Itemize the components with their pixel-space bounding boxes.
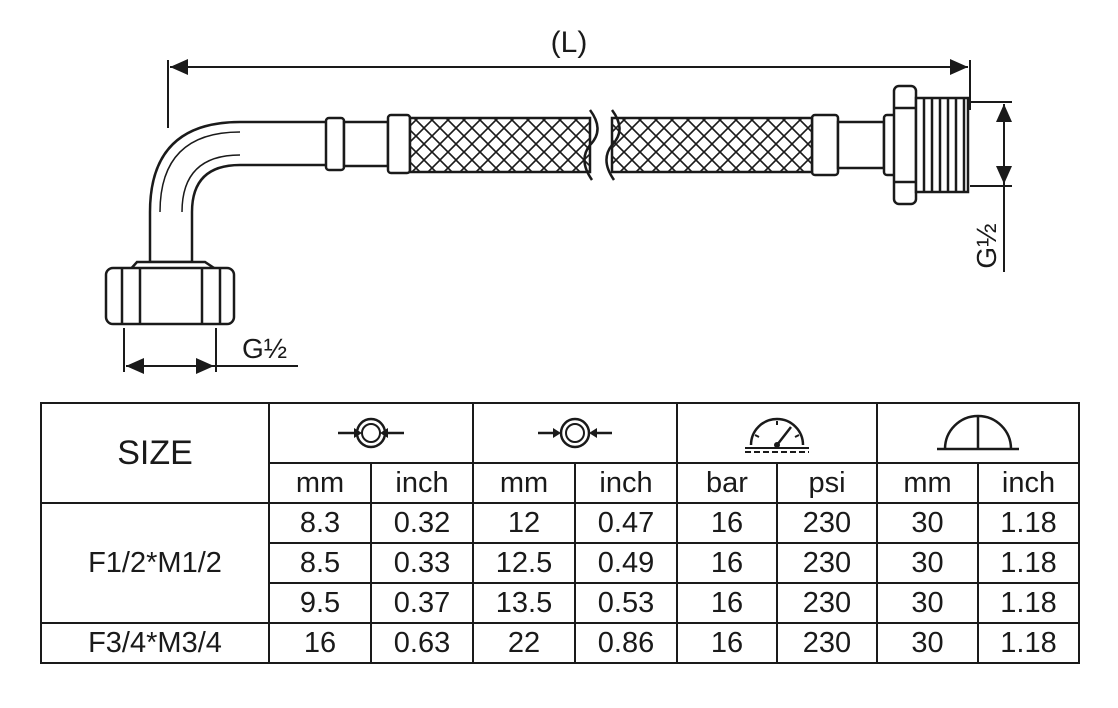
table-cell: 12	[472, 502, 576, 544]
table-cell: 30	[876, 542, 979, 584]
table-cell: 13.5	[472, 582, 576, 624]
table-cell: 1.18	[977, 582, 1080, 624]
table-cell: 0.86	[574, 622, 678, 664]
table-cell: 16	[676, 582, 778, 624]
table-cell: 230	[776, 542, 878, 584]
table-cell: 1.18	[977, 622, 1080, 664]
length-dimension: (L)	[167, 26, 971, 128]
braided-hose	[408, 109, 814, 181]
table-cell: 9.5	[268, 582, 372, 624]
bend-radius-icon	[937, 414, 1019, 451]
table-cell: 1.18	[977, 542, 1080, 584]
table-cell: 30	[876, 622, 979, 664]
table-cell: 16	[676, 622, 778, 664]
table-cell: 0.37	[370, 582, 474, 624]
table-row: F1/2*M1/2 8.3 0.32 12 0.47 16 230 30 1.1…	[40, 502, 1080, 624]
table-cell: 16	[676, 502, 778, 544]
female-thread-label: G½	[242, 333, 287, 364]
male-hex-fitting	[892, 84, 970, 206]
inner-diameter-icon	[338, 417, 404, 449]
pressure-gauge-icon	[745, 417, 809, 453]
table-cell: 8.5	[268, 542, 372, 584]
spec-table: SIZE	[40, 402, 1080, 664]
male-thread-label: G½	[971, 223, 1002, 268]
unit-header: bar	[676, 462, 778, 504]
table-cell: 0.53	[574, 582, 678, 624]
table-cell: 230	[776, 502, 878, 544]
table-cell: 0.32	[370, 502, 474, 544]
unit-header: mm	[472, 462, 576, 504]
female-thread-dimension: G½	[123, 328, 298, 374]
table-cell: 0.63	[370, 622, 474, 664]
size-cell: F1/2*M1/2	[40, 502, 270, 624]
table-cell: 1.18	[977, 502, 1080, 544]
outer-diameter-icon	[538, 417, 612, 449]
table-cell: 16	[268, 622, 372, 664]
table-row: 9.5 0.37 13.5 0.53 16 230 30 1.18	[41, 582, 1080, 624]
table-cell: 230	[776, 582, 878, 624]
table-cell: 30	[876, 582, 979, 624]
table-row: 8.5 0.33 12.5 0.49 16 230 30 1.18	[41, 542, 1080, 584]
table-cell: 0.49	[574, 542, 678, 584]
unit-header: mm	[268, 462, 372, 504]
unit-header: psi	[776, 462, 878, 504]
table-cell: 0.33	[370, 542, 474, 584]
male-thread-dimension: G½	[970, 101, 1012, 272]
size-cell: F3/4*M3/4	[40, 622, 270, 664]
unit-header: inch	[977, 462, 1080, 504]
hose-technical-drawing: (L) G½	[104, 26, 1012, 374]
table-cell: 8.3	[268, 502, 372, 544]
table-cell: 12.5	[472, 542, 576, 584]
elbow-fitting	[148, 120, 332, 264]
unit-header: inch	[370, 462, 474, 504]
unit-header: inch	[574, 462, 678, 504]
table-cell: 16	[676, 542, 778, 584]
unit-header: mm	[876, 462, 979, 504]
length-label: (L)	[551, 26, 588, 59]
hose-collars	[324, 113, 898, 177]
table-cell: 22	[472, 622, 576, 664]
table-cell: 230	[776, 622, 878, 664]
female-hex-nut	[104, 260, 236, 326]
size-header: SIZE	[40, 402, 270, 504]
table-cell: 30	[876, 502, 979, 544]
table-row: F3/4*M3/4 16 0.63 22 0.86 16 230 30 1.18	[40, 622, 1080, 664]
table-cell: 0.47	[574, 502, 678, 544]
